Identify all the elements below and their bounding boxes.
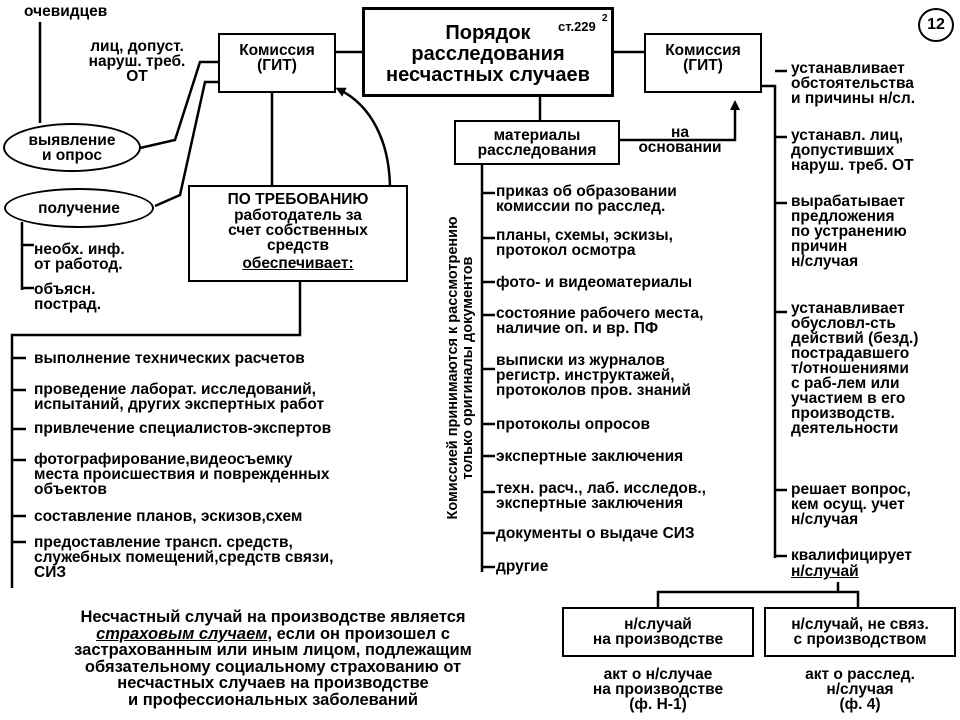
material-item: экспертные заключения — [496, 448, 684, 465]
commission-duty: квалифицирует — [791, 547, 912, 564]
employer-provides-item: составление планов, эскизов,схем — [34, 508, 303, 525]
receipt-oval: получение — [4, 188, 154, 228]
material-item: состояние рабочего места, наличие оп. и … — [496, 305, 704, 337]
page-title: Порядок расследования несчастных случаев — [386, 22, 590, 86]
commission-right-box: Комиссия (ГИТ) — [644, 33, 762, 93]
insurance-note-line2: , если он произошел с — [267, 624, 450, 643]
detection-oval: выявление и опрос — [3, 123, 141, 172]
insurance-note-rest: застрахованным или иным лицом, подлежащи… — [74, 641, 472, 709]
commission-duty: решает вопрос, кем осущ. учет н/случая — [791, 481, 911, 528]
employer-provides-item: проведение лаборат. исследований, испыта… — [34, 381, 325, 413]
material-item: планы, схемы, эскизы, протокол осмотра — [496, 227, 673, 259]
required-info-label: необх. инф. от работод. — [34, 241, 125, 273]
persons-admitted-label: лиц, допуст. наруш. треб. ОТ — [88, 38, 186, 85]
material-item: документы о выдаче СИЗ — [496, 525, 695, 542]
victim-explanations-label: объясн. пострад. — [34, 281, 102, 313]
material-item: выписки из журналов регистр. инструктаже… — [496, 352, 691, 399]
commission-duty: устанавл. лиц, допустивших наруш. треб. … — [791, 127, 914, 174]
material-item: приказ об образовании комиссии по рассле… — [496, 183, 677, 215]
employer-provides-item: предоставление трансп. средств, служебны… — [34, 534, 334, 581]
materials-box: материалы расследования — [454, 120, 620, 165]
on-demand-heading: ПО ТРЕБОВАНИЮ — [227, 191, 369, 208]
employer-provides-item: фотографирование,видеосъемку места проис… — [34, 451, 330, 498]
article-sup: 2 — [602, 13, 608, 24]
eyewitnesses-label: очевидцев — [24, 3, 108, 20]
on-demand-provides: обеспечивает: — [242, 255, 354, 272]
commission-duty: устанавливает обстоятельства и причины н… — [791, 60, 916, 107]
insurance-note-line1: Несчастный случай на производстве являет… — [80, 608, 466, 626]
insurance-case-term: страховым случаем — [96, 624, 268, 643]
nonwork-accident-act: акт о расслед. н/случая (ф. 4) — [805, 666, 915, 713]
work-accident-box: н/случай на производстве — [562, 607, 754, 657]
detection-oval-label: выявление и опрос — [28, 131, 116, 164]
on-demand-box: ПО ТРЕБОВАНИЮ работодатель за счет собст… — [188, 185, 408, 282]
employer-provides-item: выполнение технических расчетов — [34, 350, 305, 367]
commission-duty: вырабатывает предложения по устранению п… — [791, 193, 907, 270]
work-accident-act: акт о н/случае на производстве (ф. Н-1) — [592, 666, 724, 713]
material-item: фото- и видеоматериалы — [496, 274, 693, 291]
originals-only-note: Комиссией принимаются к рассмотрению тол… — [445, 216, 476, 520]
title-box: Порядок расследования несчастных случаев… — [362, 7, 614, 97]
material-item: протоколы опросов — [496, 416, 650, 433]
insurance-note: Несчастный случай на производстве являет… — [0, 609, 546, 708]
employer-provides-item: привлечение специалистов-экспертов — [34, 420, 332, 437]
material-item: техн. расч., лаб. исследов., экспертные … — [496, 480, 706, 512]
commission-duty: устанавливает обусловл-сть действий (без… — [791, 300, 919, 437]
commission-duty: н/случай — [791, 563, 859, 580]
slide-number-badge: 12 — [918, 8, 954, 42]
based-on-label: на основании — [638, 124, 722, 156]
on-demand-body: работодатель за счет собственных средств — [228, 207, 368, 254]
material-item: другие — [496, 558, 549, 575]
nonwork-accident-box: н/случай, не связ. с производством — [764, 607, 956, 657]
receipt-oval-label: получение — [38, 199, 120, 217]
commission-left-box: Комиссия (ГИТ) — [218, 33, 336, 93]
article-ref: ст.229 — [558, 19, 596, 34]
